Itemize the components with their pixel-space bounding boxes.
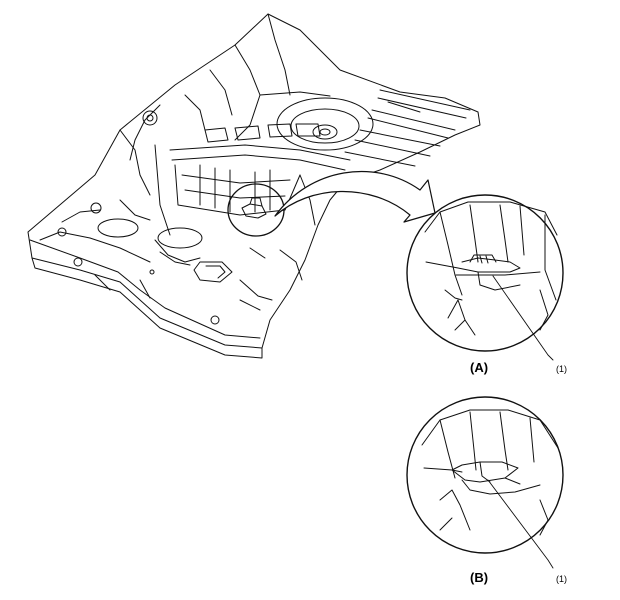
leader-line-a xyxy=(492,275,554,361)
detail-b-label: (B) xyxy=(470,570,488,585)
detail-a-callout: (1) xyxy=(556,364,567,374)
leader-line-b xyxy=(487,479,554,569)
detail-a-label: (A) xyxy=(470,360,488,375)
detail-b-callout: (1) xyxy=(556,574,567,584)
floor-panel-assembly xyxy=(27,13,481,359)
detail-b-magnified xyxy=(406,396,564,569)
detail-a-magnified xyxy=(406,194,564,361)
curved-arrow-icon xyxy=(274,171,436,223)
